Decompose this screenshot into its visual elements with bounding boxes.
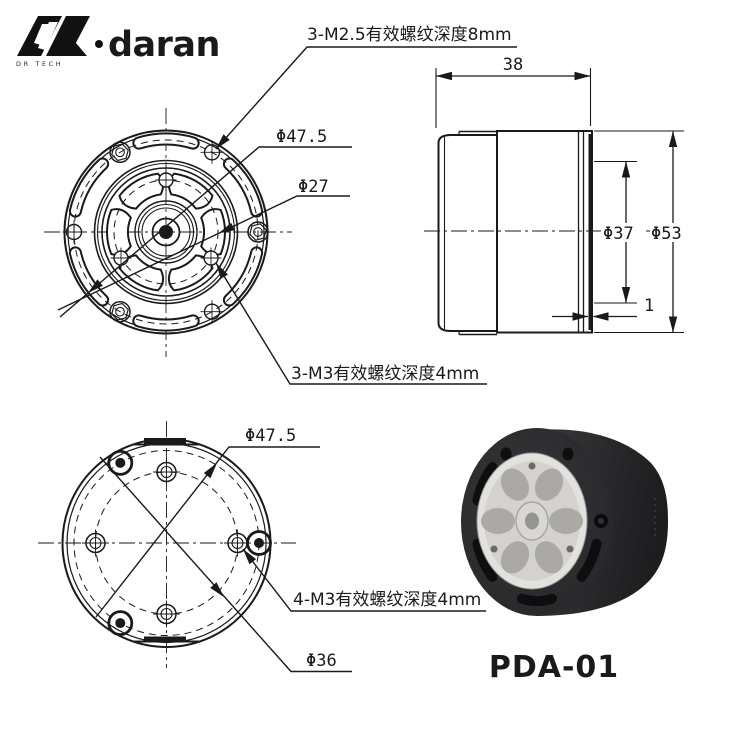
dim-phi53: Φ53 [594,130,696,334]
back-m3-hole [152,599,181,629]
back-view-drawing: Φ47.5 4-M3有效螺纹深度4mm Φ36 [38,421,486,673]
motor-rim-slots [472,462,602,607]
back-m3-hole [81,528,110,558]
motor-disc-holes [490,462,574,553]
dim-phi37-text: Φ37 [603,224,634,244]
brand-mark-icon [17,16,90,56]
side-view-drawing: 38 Φ53 Φ37 1 [424,55,696,336]
side-rear-boss [588,134,593,330]
front-dia-27-label: Φ27 [298,177,329,197]
front-dia-47-5-label: Φ47.5 [276,127,327,147]
motor-rim-hole [562,447,574,461]
back-dia-36-label: Φ36 [306,651,337,671]
product-photo: PDA-01 [461,428,668,685]
front-thread-note-bottom: 3-M3有效螺纹深度4mm [291,364,479,384]
front-housing-circle-2 [96,162,236,302]
motor-side-screw-center [598,518,604,524]
back-dia-47-5-label: Φ47.5 [245,426,296,446]
model-label: PDA-01 [489,650,619,685]
dim-phi53-text: Φ53 [651,224,682,244]
front-hub [134,200,198,264]
brand-name: daran [108,25,220,65]
front-leader-lines [57,46,517,385]
side-body [496,130,593,334]
dim-phi37: Φ37 [594,160,646,304]
front-housing-circle [93,159,239,305]
front-thread-note-top: 3-M2.5有效螺纹深度8mm [307,25,512,45]
front-view-drawing: 3-M2.5有效螺纹深度8mm Φ47.5 Φ27 3-M3有效螺纹深度4mm [44,25,517,385]
dim-1: 1 [552,296,654,322]
motor-rotor-recesses [481,468,583,574]
back-m3-hole [152,457,181,487]
dim-38-text: 38 [503,55,523,75]
dim-1-text: 1 [644,296,654,316]
dim-38: 38 [435,55,592,128]
front-m25-hole [61,219,87,245]
back-tabs [133,438,200,643]
motor-rim-hole [500,447,512,461]
brand-separator-dot [95,40,103,48]
brand-tagline: DR TECH [16,60,63,68]
motor-hub-hole [525,512,539,530]
side-rotor-section [437,134,497,332]
logo: DR TECH daran [16,16,220,68]
front-rotor-circle [101,167,231,297]
back-leader-lines [95,446,486,673]
front-m25-hole [199,299,225,324]
back-thread-note: 4-M3有效螺纹深度4mm [293,590,481,610]
